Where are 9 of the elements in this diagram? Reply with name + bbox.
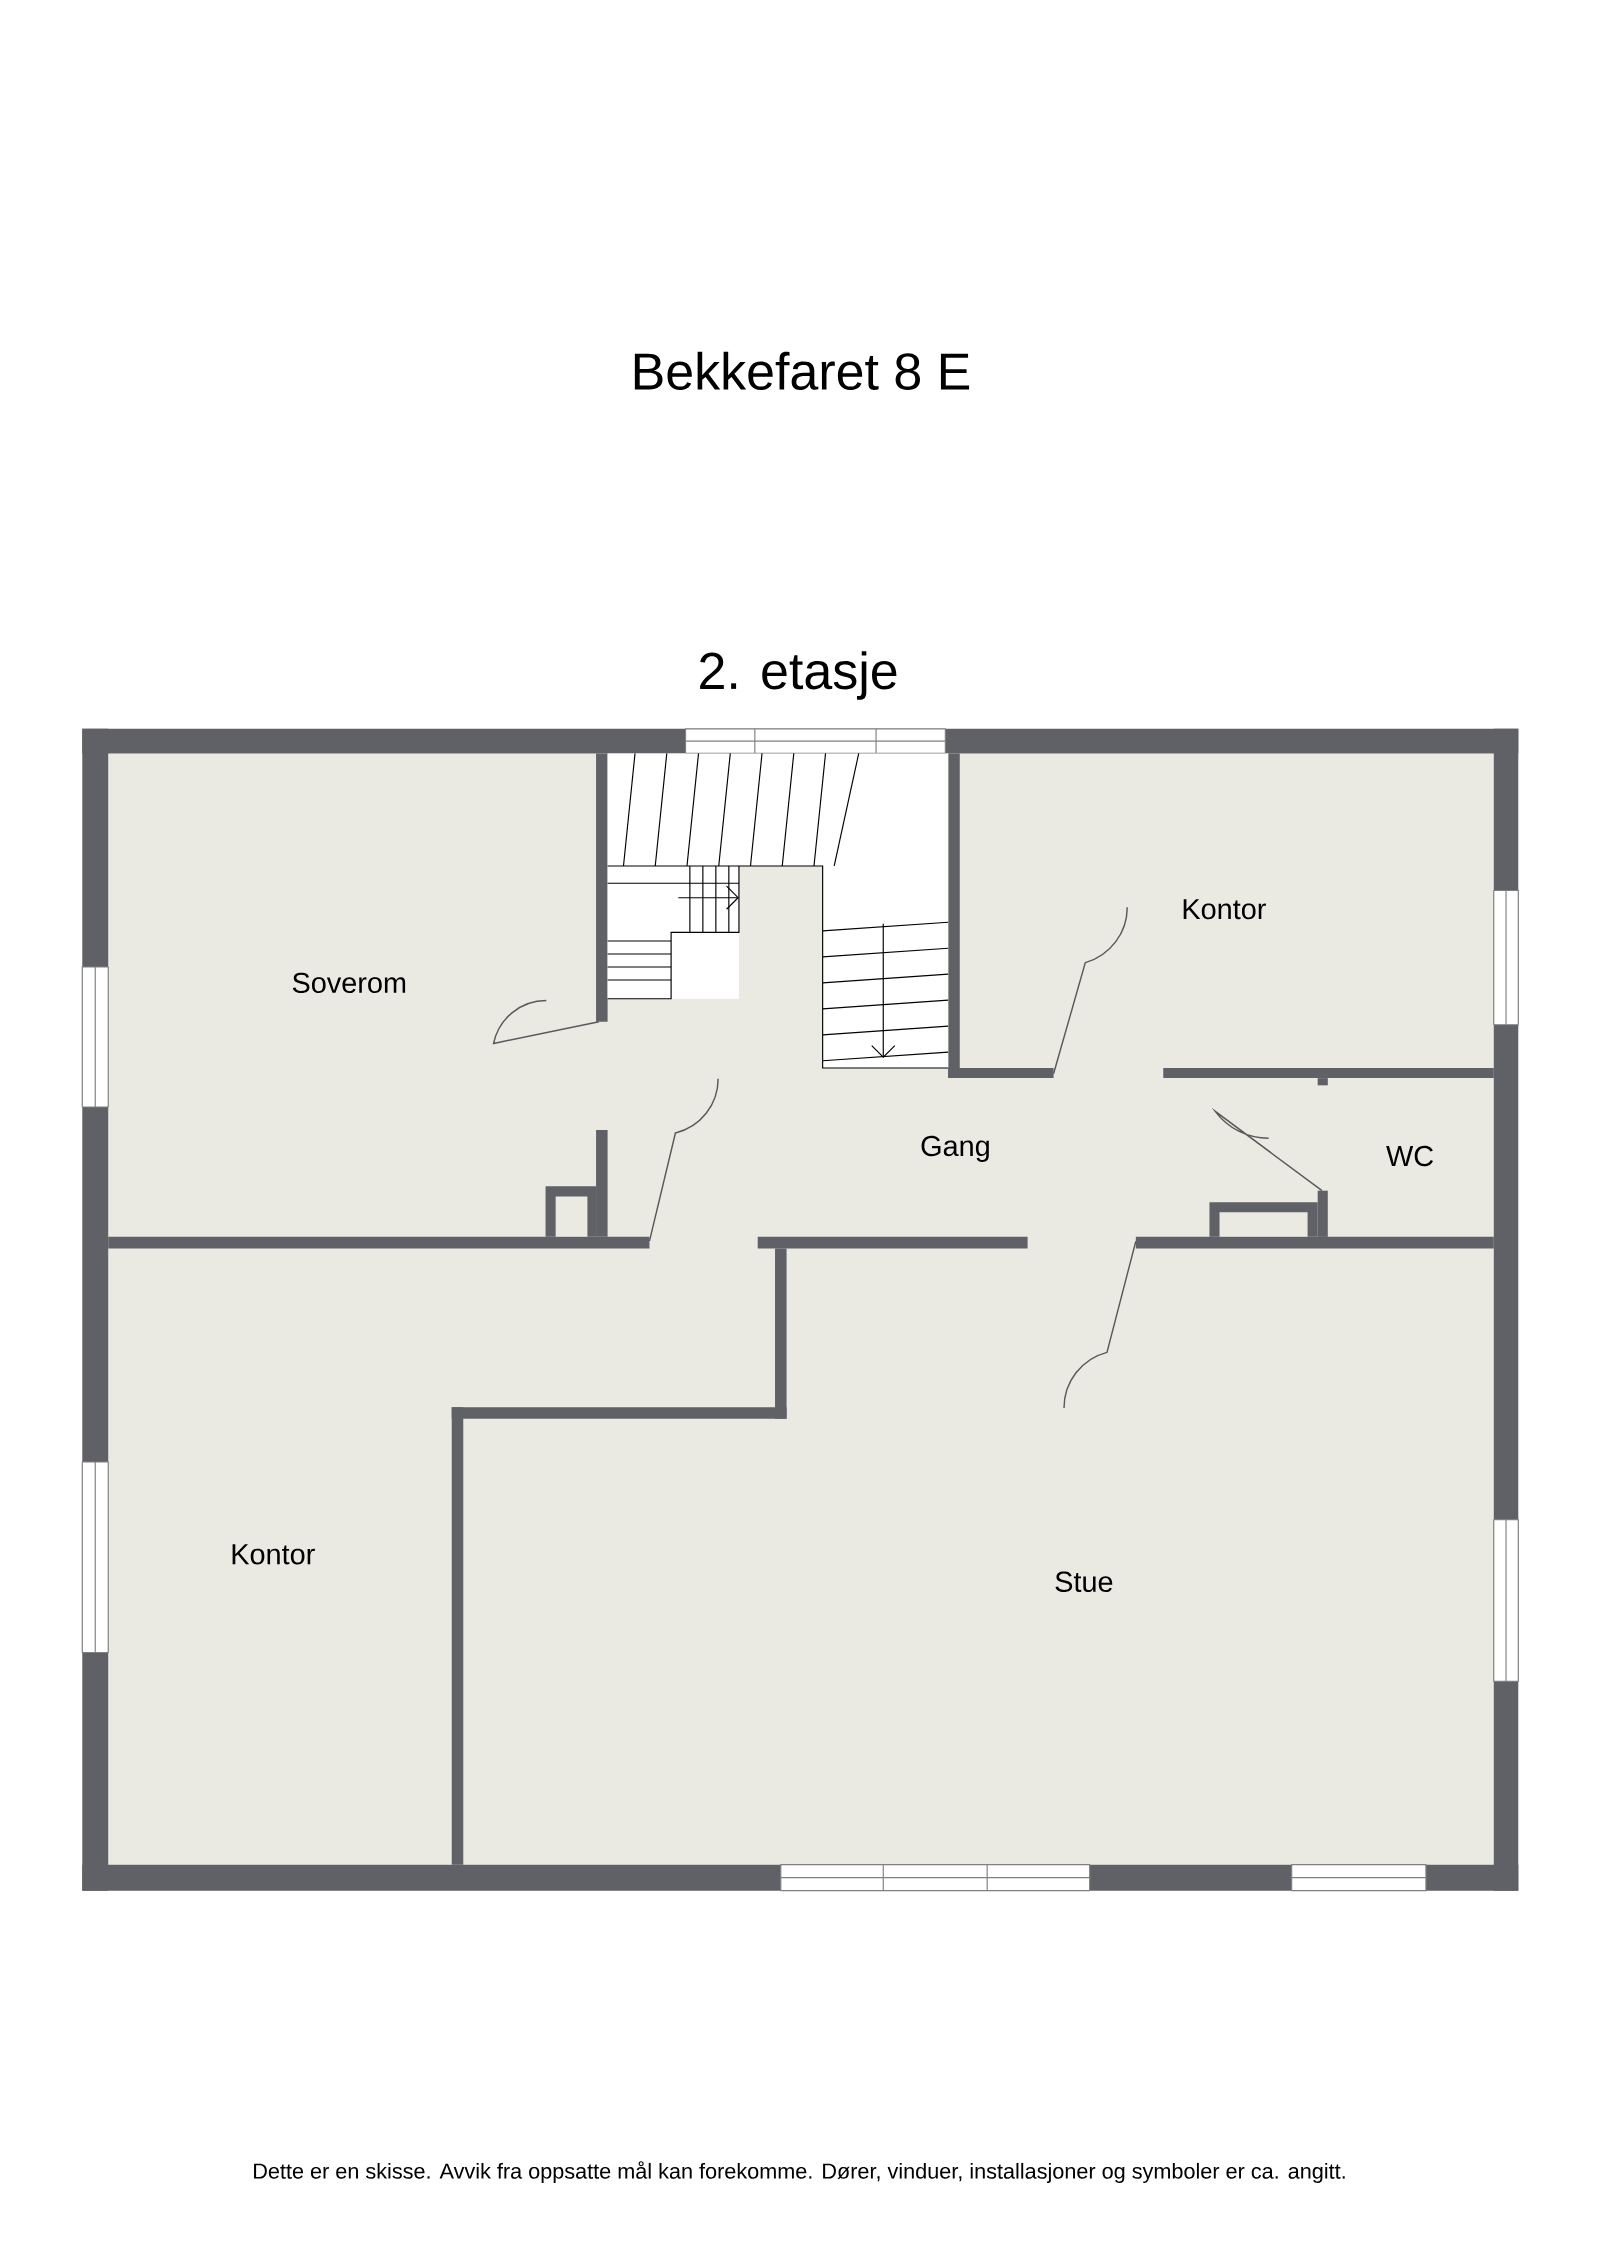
room-label: Gang (921, 1135, 990, 1162)
room-label: Kontor (232, 1544, 316, 1565)
room-label: Kontor (1183, 899, 1267, 920)
room-label: WC (1386, 1145, 1434, 1167)
room-label: Soverom (293, 972, 406, 994)
floor-label: 2. etasje (700, 651, 897, 700)
title: Bekkefaret 8 E (635, 351, 970, 390)
disclaimer-note: Dette er en skisse. Avvik fra oppsatte mål kan forekomme. Dører, vinduer, installasjoner og symboler er ca. angitt. (254, 2161, 1345, 2184)
room-label: Stue (1055, 1571, 1113, 1592)
